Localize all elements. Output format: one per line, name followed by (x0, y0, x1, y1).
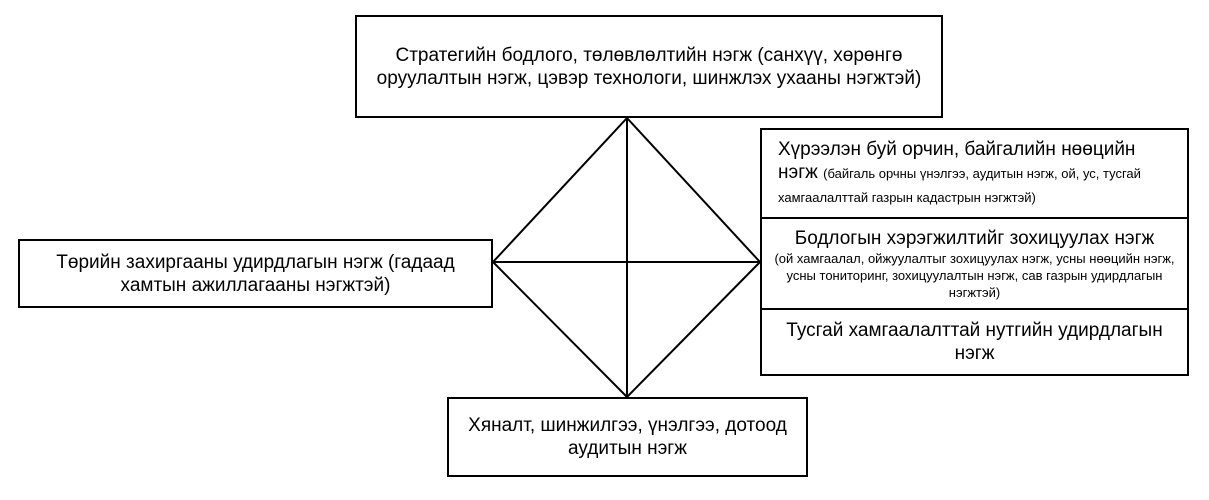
strategy-unit-box: Стратегийн бодлого, төлөвлөлтийн нэгж (с… (355, 15, 943, 118)
implementation-units-box: Хүрээлэн буй орчин, байгалийн нөөцийн нэ… (760, 128, 1189, 376)
policy-implementation-unit: Бодлогын хэрэгжилтийг зохицуулах нэгж (о… (762, 219, 1187, 310)
environment-unit-label: Хүрээлэн буй орчин, байгалийн нөөцийн нэ… (778, 138, 1177, 209)
audit-unit-box: Хяналт, шинжилгээ, үнэлгээ, дотоод аудит… (447, 397, 808, 477)
policy-unit-detail: (ой хамгаалал, ойжуулалтыг зохицуулах нэ… (774, 250, 1175, 300)
line-bottom-right (626, 261, 761, 398)
protected-area-unit-label: Тусгай хамгаалалттай нутгийн удирдлагын … (786, 320, 1163, 364)
environment-unit: Хүрээлэн буй орчин, байгалийн нөөцийн нэ… (762, 130, 1187, 219)
strategy-unit-label: Стратегийн бодлого, төлөвлөлтийн нэгж (с… (376, 44, 922, 89)
line-top-left (492, 117, 628, 263)
environment-unit-detail: (байгаль орчны үнэлгээ, аудитын нэгж, ой… (778, 166, 1141, 205)
audit-unit-label: Хяналт, шинжилгээ, үнэлгээ, дотоод аудит… (468, 415, 787, 459)
protected-area-unit: Тусгай хамгаалалттай нутгийн удирдлагын … (762, 310, 1187, 374)
admin-unit-label: Төрийн захиргааны удирдлагын нэгж (гадаа… (56, 251, 455, 296)
environment-unit-title: Хүрээлэн буй орчин, байгалийн нөөцийн нэ… (778, 139, 1136, 183)
policy-unit-title: Бодлогын хэрэгжилтийг зохицуулах нэгж (794, 227, 1155, 249)
line-top-right (626, 117, 761, 263)
line-bottom-left (492, 261, 628, 398)
admin-unit-box: Төрийн захиргааны удирдлагын нэгж (гадаа… (18, 239, 493, 308)
